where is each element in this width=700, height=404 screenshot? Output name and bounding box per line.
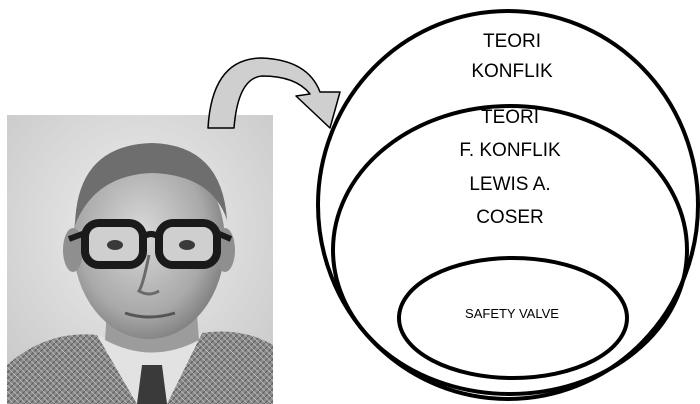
curved-arrow <box>207 57 341 129</box>
inner-circle-label-line-3: LEWIS A. <box>469 174 551 195</box>
inner-circle-label-line-1: TEORI <box>480 107 540 128</box>
inner-circle-label-line-4: COSER <box>476 207 544 228</box>
inner-circle <box>331 104 689 396</box>
outer-circle <box>316 9 700 401</box>
core-ellipse-label: SAFETY VALVE <box>465 306 559 321</box>
outer-circle-label-line-2: KONFLIK <box>471 61 553 82</box>
core-ellipse <box>397 256 629 380</box>
inner-circle-label-line-2: F. KONFLIK <box>459 140 561 161</box>
outer-circle-label-line-1: TEORI <box>482 31 542 52</box>
portrait-photo <box>7 115 273 404</box>
